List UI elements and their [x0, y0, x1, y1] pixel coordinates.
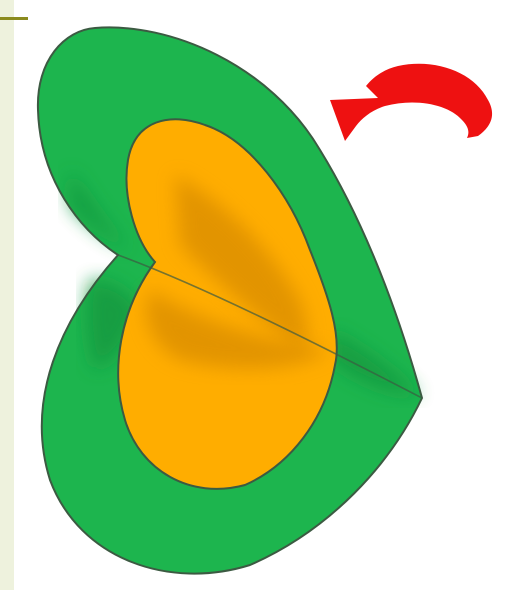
curved-arrow-body — [330, 64, 492, 141]
curved-arrow-icon — [330, 64, 492, 141]
